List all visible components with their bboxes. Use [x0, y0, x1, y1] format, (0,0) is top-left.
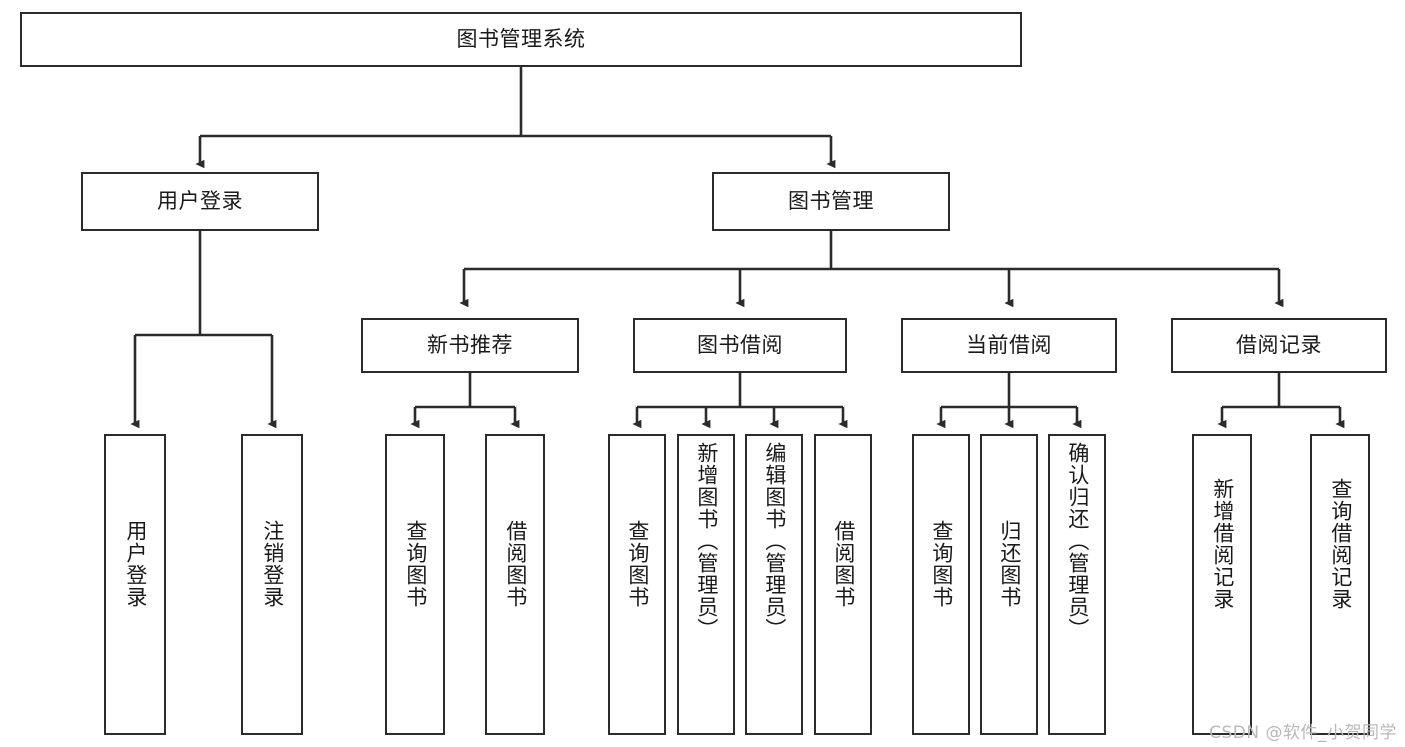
node-leaf-borrow-book-2-label: 借阅图书	[831, 520, 856, 608]
watermark-text: CSDN @软件_小贺同学	[1209, 723, 1397, 743]
node-leaf-user-login[interactable]: 用户登录	[104, 434, 166, 735]
node-book-borrow[interactable]: 图书借阅	[633, 318, 847, 373]
node-leaf-logout-login-label: 注销登录	[260, 520, 285, 608]
node-leaf-add-record[interactable]: 新增借阅记录	[1192, 434, 1252, 735]
node-leaf-confirm-return[interactable]: 确认归还（管理员）	[1048, 434, 1106, 735]
node-leaf-query-book-2[interactable]: 查询图书	[608, 434, 666, 735]
node-borrow-record[interactable]: 借阅记录	[1171, 318, 1387, 373]
node-user-login-label: 用户登录	[157, 188, 243, 213]
node-current-borrow[interactable]: 当前借阅	[901, 318, 1117, 373]
node-leaf-return-book[interactable]: 归还图书	[980, 434, 1038, 735]
node-new-book-recommend-label: 新书推荐	[427, 332, 513, 357]
node-leaf-add-book[interactable]: 新增图书（管理员）	[677, 434, 735, 735]
node-leaf-add-book-label: 新增图书（管理员）	[694, 442, 719, 640]
node-user-login[interactable]: 用户登录	[81, 172, 319, 231]
node-leaf-user-login-label: 用户登录	[123, 520, 148, 608]
node-current-borrow-label: 当前借阅	[966, 332, 1052, 357]
node-leaf-borrow-book-1[interactable]: 借阅图书	[485, 434, 545, 735]
node-book-manage-label: 图书管理	[788, 188, 874, 213]
node-leaf-confirm-return-label: 确认归还（管理员）	[1065, 442, 1090, 640]
node-book-manage[interactable]: 图书管理	[712, 172, 950, 231]
node-leaf-borrow-book-2[interactable]: 借阅图书	[814, 434, 872, 735]
node-leaf-query-record[interactable]: 查询借阅记录	[1310, 434, 1370, 735]
node-leaf-add-record-label: 新增借阅记录	[1210, 478, 1235, 610]
node-leaf-logout-login[interactable]: 注销登录	[241, 434, 303, 735]
node-book-borrow-label: 图书借阅	[697, 332, 783, 357]
node-new-book-recommend[interactable]: 新书推荐	[361, 318, 579, 373]
node-root-label: 图书管理系统	[456, 26, 586, 51]
node-leaf-return-book-label: 归还图书	[997, 520, 1022, 608]
node-root[interactable]: 图书管理系统	[20, 12, 1022, 67]
node-leaf-edit-book[interactable]: 编辑图书（管理员）	[745, 434, 803, 735]
node-leaf-query-record-label: 查询借阅记录	[1328, 478, 1353, 610]
node-leaf-edit-book-label: 编辑图书（管理员）	[762, 442, 787, 640]
node-leaf-query-book-1[interactable]: 查询图书	[385, 434, 445, 735]
node-borrow-record-label: 借阅记录	[1236, 332, 1322, 357]
node-leaf-query-book-2-label: 查询图书	[625, 520, 650, 608]
node-leaf-query-book-3[interactable]: 查询图书	[912, 434, 970, 735]
node-leaf-borrow-book-1-label: 借阅图书	[503, 520, 528, 608]
node-leaf-query-book-1-label: 查询图书	[403, 520, 428, 608]
node-leaf-query-book-3-label: 查询图书	[929, 520, 954, 608]
